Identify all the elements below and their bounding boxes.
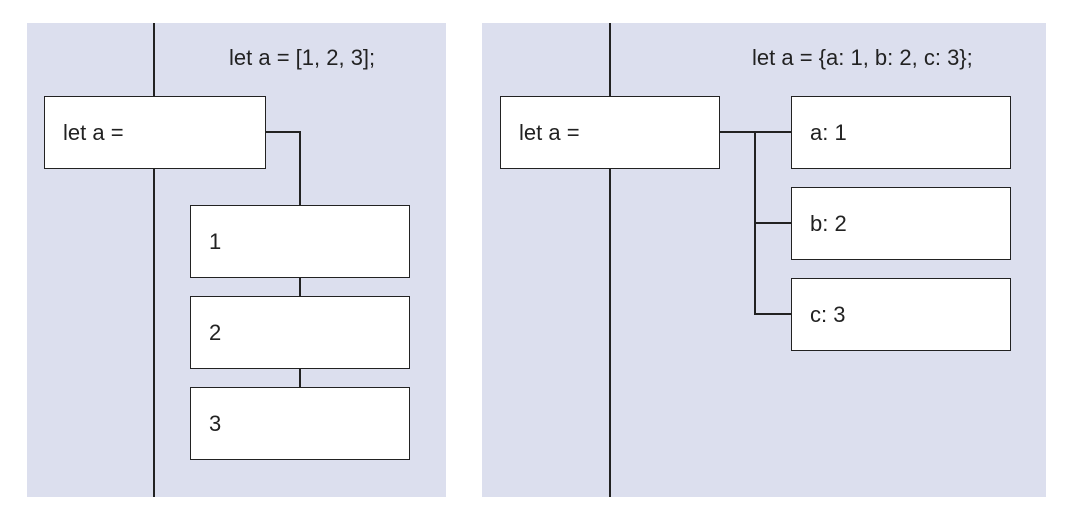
array-item-label: 3 [209,410,222,436]
stack-line-bottom [609,169,611,497]
stack-line-top [609,23,611,96]
object-panel: let a = {a: 1, b: 2, c: 3}; let a = a: 1… [482,23,1046,497]
item-connector-1-2 [299,277,301,297]
object-property-label: c: 3 [810,301,846,327]
array-panel: let a = [1, 2, 3]; let a = 1 2 3 [27,23,446,497]
stack-line-bottom [153,169,155,497]
array-item-label: 2 [209,319,222,345]
array-item-box: 1 [190,205,410,278]
variable-label: let a = [63,119,124,145]
property-branch-b [754,222,792,224]
code-snippet-object: let a = {a: 1, b: 2, c: 3}; [752,45,973,70]
array-item-box: 3 [190,387,410,460]
array-item-box: 2 [190,296,410,369]
variable-box-array: let a = [44,96,266,169]
property-branch-c [754,313,792,315]
reference-connector-vertical [299,131,301,206]
code-snippet-array: let a = [1, 2, 3]; [229,45,376,70]
object-property-box: b: 2 [791,187,1011,260]
object-property-box: a: 1 [791,96,1011,169]
stack-line-top [153,23,155,96]
object-property-box: c: 3 [791,278,1011,351]
array-item-label: 1 [209,228,222,254]
item-connector-2-3 [299,368,301,388]
object-property-label: a: 1 [810,119,847,145]
variable-label: let a = [519,119,580,145]
object-property-label: b: 2 [810,210,847,236]
reference-connector-horizontal [265,131,301,133]
variable-box-object: let a = [500,96,720,169]
